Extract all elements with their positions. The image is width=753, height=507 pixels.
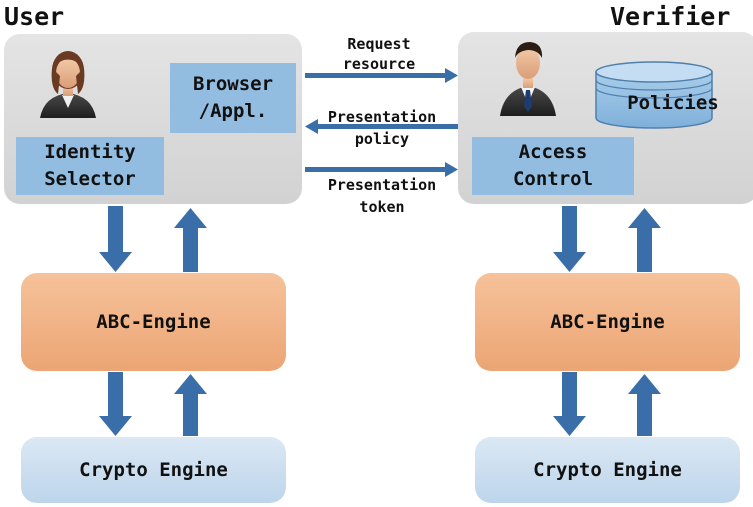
request-resource-label: Request resource	[342, 35, 416, 73]
presentation-policy-arrow	[305, 119, 458, 134]
user-abc-engine: ABC-Engine	[21, 273, 286, 371]
user-down-arrow-1	[99, 206, 132, 272]
verifier-up-arrow-1	[628, 208, 661, 272]
user-up-arrow-1	[174, 208, 207, 272]
user-title: User	[4, 2, 65, 31]
access-control-box: Access Control	[472, 137, 634, 195]
verifier-up-arrow-2	[628, 374, 661, 436]
user-crypto-engine: Crypto Engine	[21, 437, 286, 503]
presentation-policy-label: Presentation policy	[327, 108, 437, 148]
request-resource-arrow	[305, 68, 458, 83]
user-up-arrow-2	[174, 374, 207, 436]
verifier-abc-engine: ABC-Engine	[475, 273, 740, 371]
identity-selector-box: Identity Selector	[16, 137, 164, 195]
policies-label: Policies	[627, 92, 719, 114]
verifier-crypto-engine: Crypto Engine	[475, 437, 740, 503]
verifier-down-arrow-2	[553, 372, 586, 436]
user-down-arrow-2	[99, 372, 132, 436]
presentation-token-label: Presentation token	[327, 176, 437, 216]
verifier-avatar-icon	[500, 42, 556, 116]
verifier-down-arrow-1	[553, 206, 586, 272]
verifier-title: Verifier	[610, 2, 731, 31]
presentation-token-arrow	[305, 162, 458, 177]
policies-database-icon	[595, 61, 713, 129]
user-avatar-icon	[40, 51, 96, 118]
browser-application-box: Browser /Appl.	[170, 63, 296, 133]
